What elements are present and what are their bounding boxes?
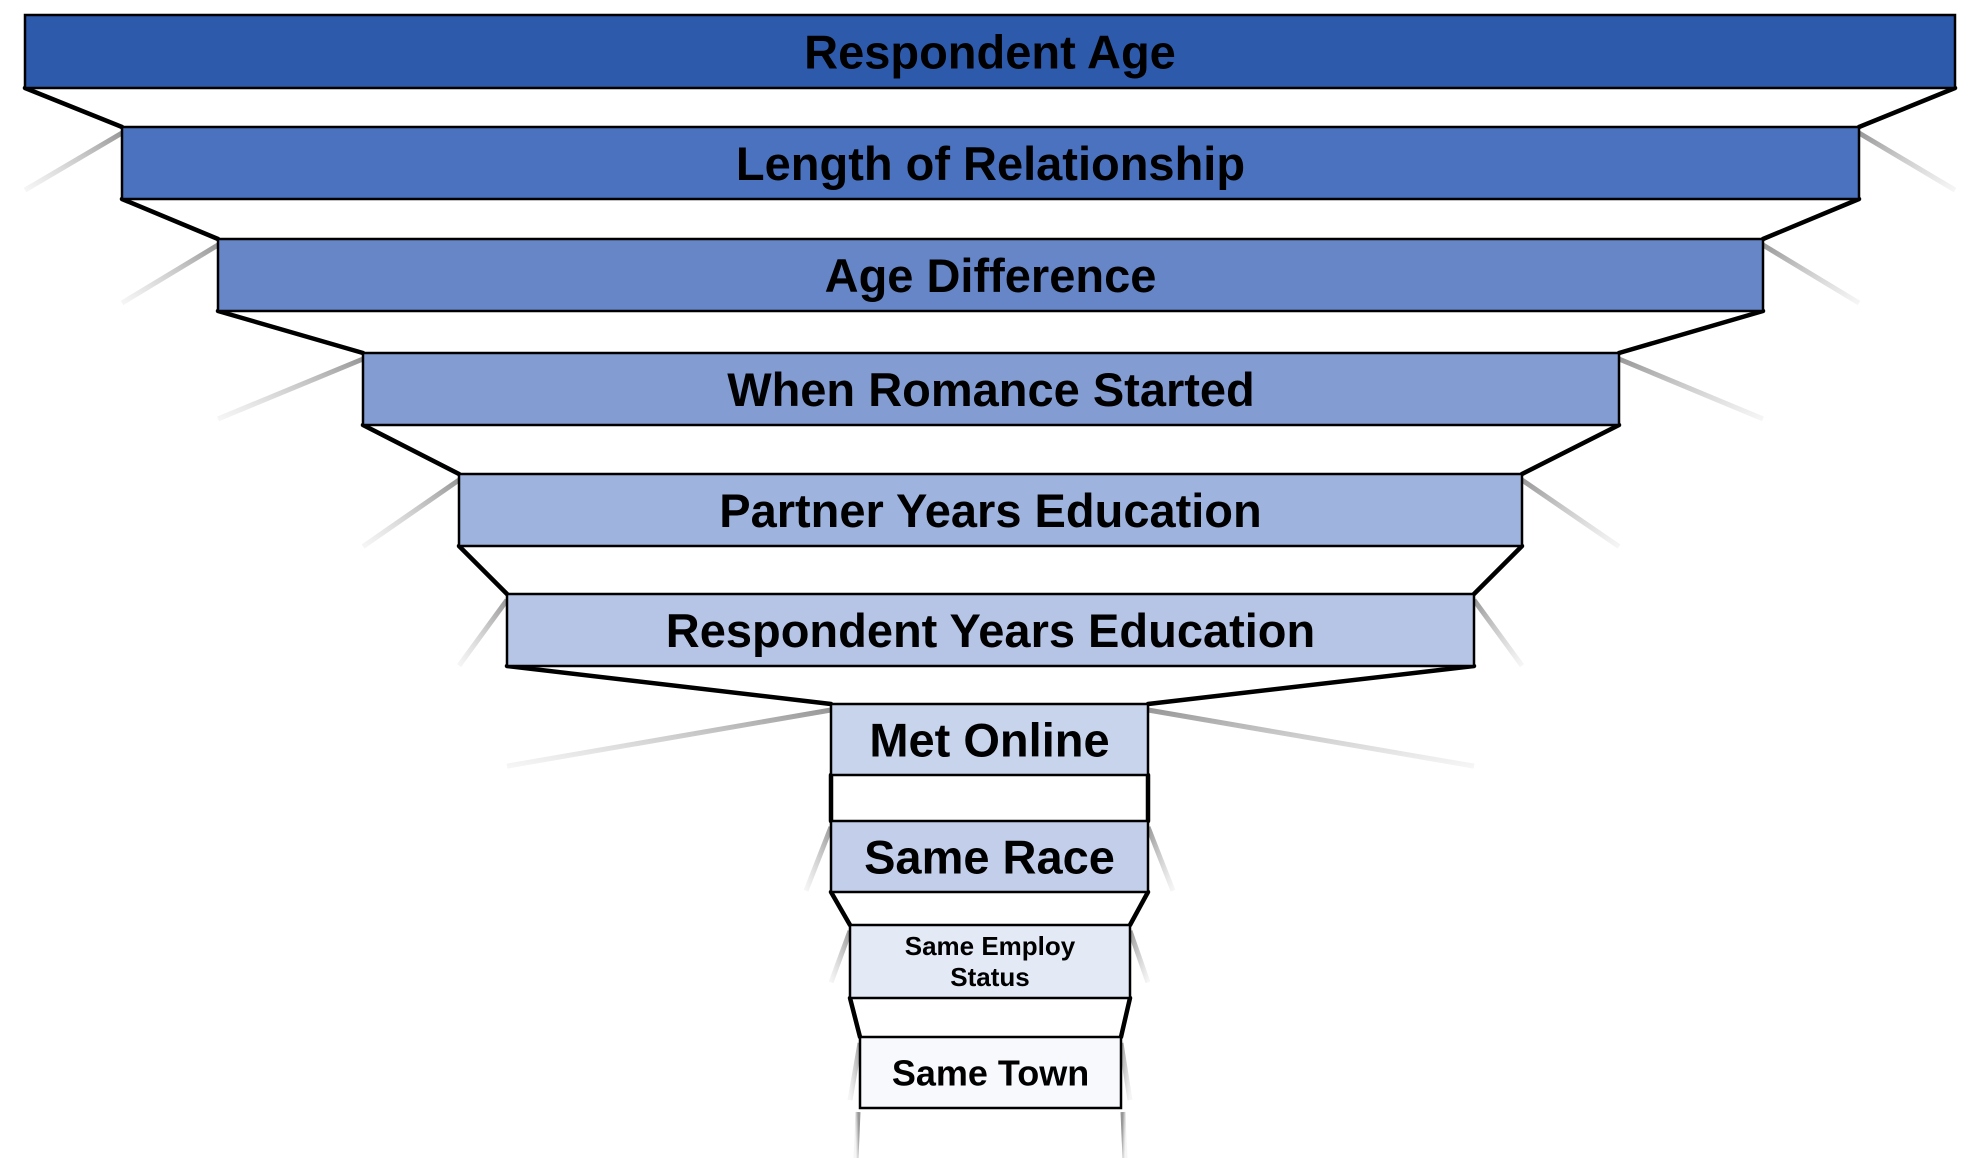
shadow-line-right-2 <box>1618 356 1764 422</box>
shadow-line-right-1 <box>1761 242 1861 306</box>
connector-left-2 <box>215 308 366 356</box>
shadow-line-right-tail <box>1120 1111 1128 1158</box>
shadow-line-left-2 <box>217 356 364 422</box>
shadow-line-right-8 <box>1118 1042 1133 1101</box>
connector-right-2 <box>1616 308 1766 356</box>
level-label: Same Town <box>892 1052 1089 1093</box>
level-2: Age Difference <box>216 237 1765 313</box>
level-5: Respondent Years Education <box>505 592 1476 668</box>
connector-right-0 <box>1856 85 1958 130</box>
connector-left-0 <box>22 85 125 130</box>
connector-right-8 <box>1118 995 1133 1040</box>
shadow-line-left-0 <box>23 130 124 193</box>
shadow-line-left-7 <box>828 930 853 984</box>
shadow-line-left-1 <box>120 242 220 306</box>
level-3: When Romance Started <box>361 351 1621 427</box>
connector-left-5 <box>504 663 834 707</box>
level-label: Age Difference <box>825 249 1157 302</box>
level-box <box>829 819 1150 894</box>
connector-left-3 <box>360 422 462 477</box>
level-label: Respondent Age <box>804 25 1176 78</box>
level-box <box>216 237 1765 313</box>
level-box <box>361 351 1621 427</box>
connector-right-1 <box>1760 196 1862 242</box>
level-label: Respondent Years Education <box>666 604 1315 657</box>
connector-lines <box>22 85 1958 1040</box>
level-label: Length of Relationship <box>736 137 1245 190</box>
level-label: Partner Years Education <box>719 484 1261 537</box>
connector-right-7 <box>1127 889 1151 928</box>
connector-right-4 <box>1471 543 1525 597</box>
shadow-line-left-5 <box>506 707 832 769</box>
shadow-line-right-3 <box>1520 477 1621 549</box>
connector-left-7 <box>828 889 853 928</box>
level-box <box>505 592 1476 668</box>
shadow-line-right-7 <box>1127 930 1151 984</box>
level-box <box>120 125 1861 201</box>
level-1: Length of Relationship <box>120 125 1861 201</box>
connector-left-4 <box>456 543 510 597</box>
connector-right-5 <box>1145 663 1477 707</box>
level-box <box>858 1035 1123 1110</box>
level-box <box>829 702 1150 777</box>
shadow-line-right-4 <box>1471 598 1525 668</box>
level-0: Respondent Age <box>23 13 1957 90</box>
level-9: Same Town <box>858 1035 1123 1110</box>
level-label: When Romance Started <box>727 363 1255 416</box>
level-box <box>848 923 1132 1000</box>
shadow-line-left-6 <box>803 826 834 892</box>
shadow-line-right-6 <box>1145 826 1176 892</box>
shadow-line-right-5 <box>1147 707 1475 769</box>
connector-left-8 <box>847 995 863 1040</box>
level-label: Same Race <box>864 830 1115 883</box>
level-box <box>23 13 1957 90</box>
level-6: Met Online <box>829 702 1150 777</box>
shadow-line-left-3 <box>361 477 461 549</box>
connector-right-3 <box>1519 422 1622 477</box>
level-7: Same Race <box>829 819 1150 894</box>
shadow-lines <box>23 130 1957 1158</box>
shadow-line-left-tail <box>853 1111 861 1158</box>
level-label: Met Online <box>869 713 1109 766</box>
connector-left-1 <box>119 196 221 242</box>
level-4: Partner Years Education <box>457 472 1524 548</box>
shadow-line-left-8 <box>847 1042 863 1101</box>
shadow-line-right-0 <box>1857 130 1957 193</box>
level-box <box>457 472 1524 548</box>
shadow-line-left-4 <box>456 598 510 668</box>
